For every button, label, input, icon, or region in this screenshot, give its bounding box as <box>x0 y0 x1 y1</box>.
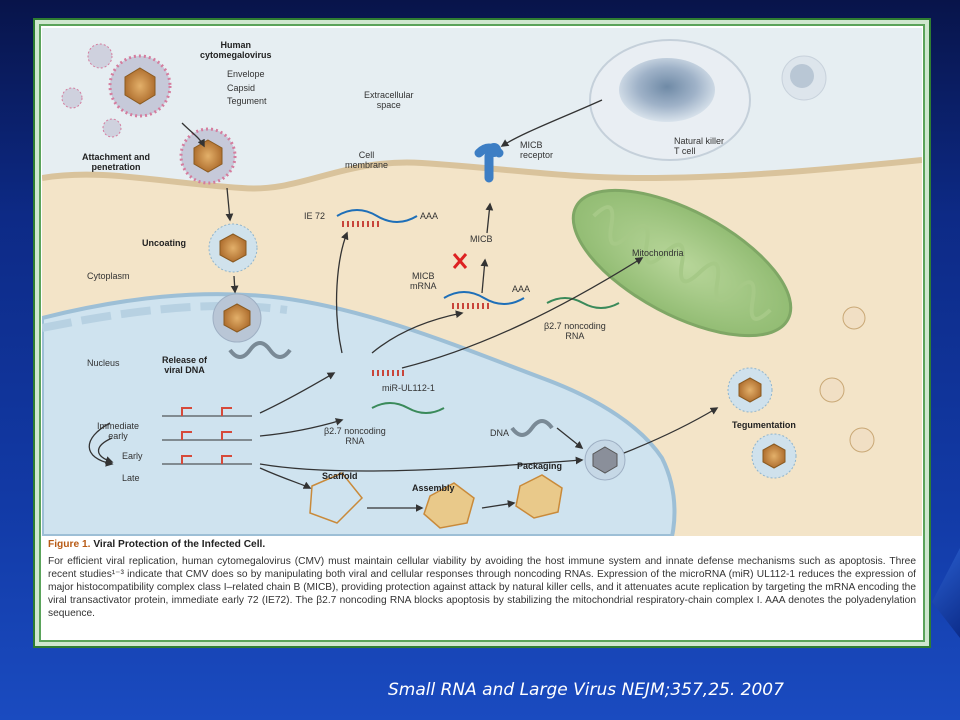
caption-text: For efficient viral replication, human c… <box>48 556 916 619</box>
label-uncoating: Uncoating <box>142 238 186 248</box>
label-assembly: Assembly <box>412 483 455 493</box>
rna-strands <box>228 209 620 437</box>
nk-cell <box>589 39 827 161</box>
label-capsid: Capsid <box>227 83 256 93</box>
label-mir: miR-UL112-1 <box>382 383 435 393</box>
citation: Small RNA and Large Virus NEJM;357,25. 2… <box>388 680 784 700</box>
label-late: Late <box>122 473 140 483</box>
label-dna: DNA <box>490 428 510 438</box>
label-cytoplasm: Cytoplasm <box>87 271 130 281</box>
caption-title: Figure 1. <box>48 539 91 550</box>
capsid-assembly <box>309 472 563 529</box>
label-tegumentation: Tegumentation <box>732 420 796 430</box>
gene-promoters <box>162 407 252 465</box>
figure-caption: Figure 1. Viral Protection of the Infect… <box>48 538 916 634</box>
mitochondria-shape <box>571 188 793 338</box>
caption-subtitle: Viral Protection of the Infected Cell. <box>93 539 266 550</box>
decorative-wedge <box>932 548 960 638</box>
label-early: Early <box>122 451 143 461</box>
label-micb: MICB <box>470 234 493 244</box>
label-mitochondria: Mitochondria <box>632 248 684 258</box>
block-mark <box>452 253 468 269</box>
label-ie72: IE 72 <box>304 211 326 221</box>
cell-membrane <box>42 157 922 192</box>
nucleus-region <box>42 292 677 536</box>
figure-illustration <box>42 28 922 536</box>
label-scaffold: Scaffold <box>322 471 358 481</box>
virus-particles <box>61 43 875 481</box>
pathway-arrows <box>88 99 719 512</box>
label-aaa-1: AAA <box>420 211 439 221</box>
label-aaa-2: AAA <box>512 284 531 294</box>
label-packaging: Packaging <box>517 461 563 471</box>
label-nucleus: Nucleus <box>87 358 120 368</box>
micb-receptor <box>474 143 504 183</box>
label-tegument: Tegument <box>227 96 267 106</box>
label-envelope: Envelope <box>227 69 265 79</box>
